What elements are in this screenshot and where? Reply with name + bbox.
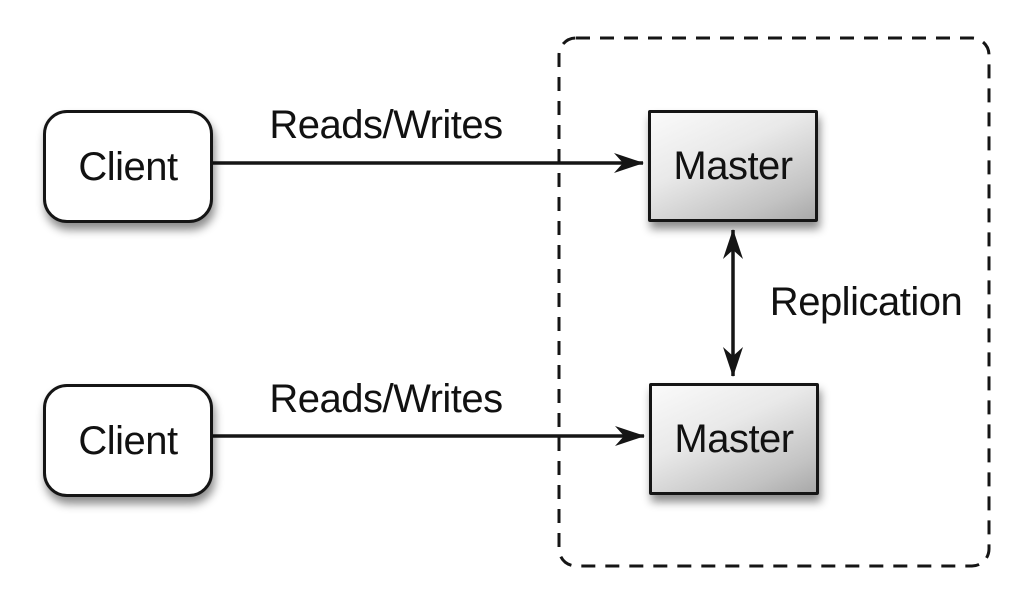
node-client-bottom-label: Client bbox=[78, 418, 178, 463]
node-master-top: Master bbox=[648, 110, 818, 222]
node-client-top-label: Client bbox=[78, 144, 178, 189]
edge-label-replication: Replication bbox=[769, 280, 963, 324]
node-master-top-label: Master bbox=[673, 144, 793, 188]
node-master-bottom: Master bbox=[649, 383, 819, 495]
edge-label-reads-writes-top: Reads/Writes bbox=[269, 103, 503, 147]
node-client-bottom: Client bbox=[43, 384, 213, 497]
replication-group-border bbox=[557, 36, 991, 568]
node-client-top: Client bbox=[43, 110, 213, 223]
edge-label-reads-writes-bottom: Reads/Writes bbox=[269, 377, 503, 421]
node-master-bottom-label: Master bbox=[674, 417, 794, 461]
